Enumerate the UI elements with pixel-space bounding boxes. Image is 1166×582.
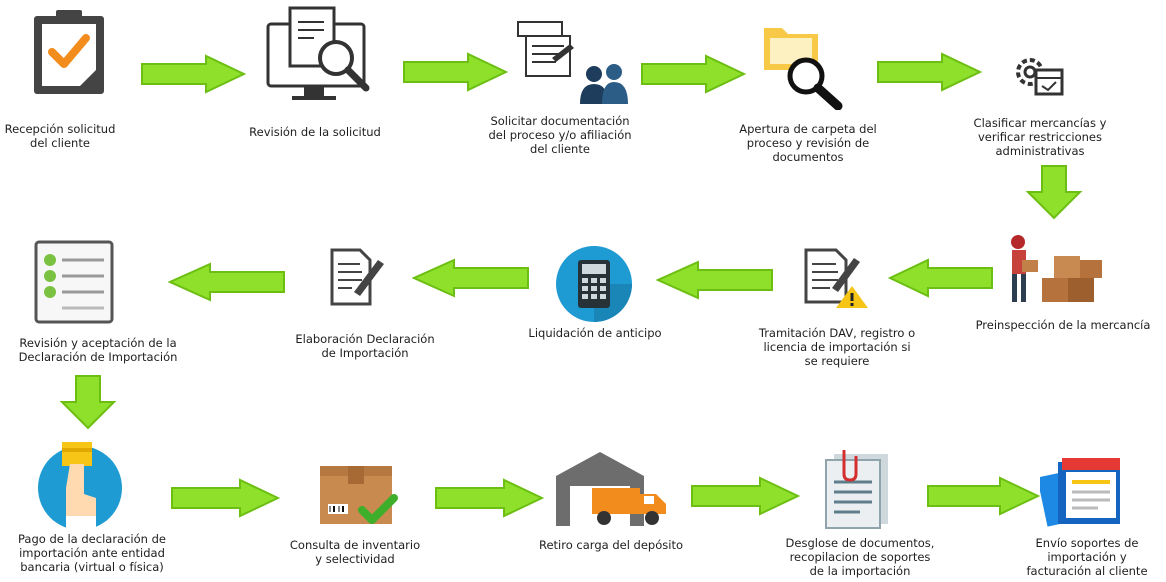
invoice-folder-icon bbox=[1040, 456, 1132, 530]
document-warning-icon bbox=[802, 246, 874, 310]
step-6-label: Preinspección de la mercancía bbox=[975, 318, 1151, 332]
arrow-left-icon bbox=[656, 260, 774, 300]
arrow-down-icon bbox=[1024, 164, 1084, 220]
step-9-label: Elaboración Declaración de Importación bbox=[295, 332, 435, 360]
step-13-label: Retiro carga del depósito bbox=[539, 538, 683, 552]
warehouse-truck-icon bbox=[552, 448, 672, 528]
document-edit-icon bbox=[328, 246, 388, 308]
step-12-label: Consulta de inventario y selectividad bbox=[289, 538, 421, 566]
arrow-down-icon bbox=[58, 374, 118, 430]
arrow-right-icon bbox=[402, 52, 508, 92]
step-14-label: Desglose de documentos, recopilacion de … bbox=[785, 536, 935, 578]
arrow-right-icon bbox=[876, 52, 982, 92]
gear-calendar-icon bbox=[1010, 50, 1070, 100]
arrow-right-icon bbox=[690, 476, 800, 516]
step-2-label: Revisión de la solicitud bbox=[249, 125, 381, 139]
step-15-label: Envío soportes de importación y facturac… bbox=[1026, 536, 1148, 578]
step-4-label: Apertura de carpeta del proceso y revisi… bbox=[739, 122, 877, 164]
arrow-left-icon bbox=[168, 262, 286, 302]
arrow-right-icon bbox=[926, 476, 1040, 516]
documents-clip-icon bbox=[820, 448, 896, 530]
arrow-right-icon bbox=[170, 478, 280, 518]
step-10-label: Revisión y aceptación de la Declaración … bbox=[18, 336, 178, 364]
arrow-right-icon bbox=[640, 54, 746, 94]
step-5-label: Clasificar mercancías y verificar restri… bbox=[973, 116, 1107, 158]
step-11-label: Pago de la declaración de importación an… bbox=[18, 532, 166, 574]
arrow-right-icon bbox=[140, 54, 246, 94]
step-3-label: Solicitar documentación del proceso y/o … bbox=[488, 114, 632, 156]
arrow-left-icon bbox=[412, 258, 530, 298]
step-8-label: Liquidación de anticipo bbox=[528, 326, 662, 340]
step-7-label: Tramitación DAV, registro o licencia de … bbox=[758, 326, 916, 368]
folder-search-icon bbox=[760, 18, 850, 110]
payment-card-icon bbox=[30, 438, 130, 532]
documents-users-icon bbox=[516, 18, 632, 106]
box-check-icon bbox=[318, 464, 402, 532]
calculator-icon bbox=[554, 244, 634, 324]
delivery-boxes-icon bbox=[1002, 234, 1108, 306]
clipboard-check-icon bbox=[30, 6, 110, 98]
monitor-search-icon bbox=[262, 4, 380, 104]
arrow-right-icon bbox=[434, 478, 544, 518]
step-1-label: Recepción solicitud del cliente bbox=[4, 122, 116, 150]
checklist-icon bbox=[34, 240, 114, 324]
arrow-left-icon bbox=[888, 258, 994, 298]
